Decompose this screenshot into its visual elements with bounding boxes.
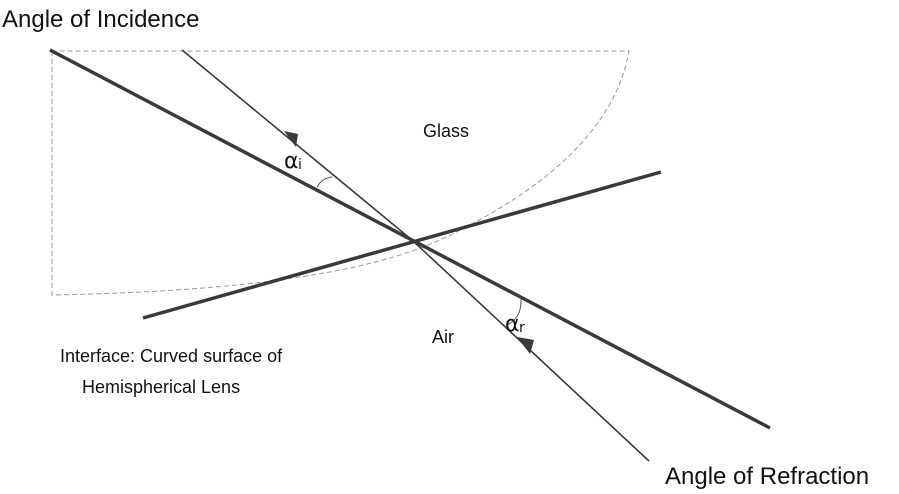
lens-outline: [51, 50, 630, 296]
glass-label: Glass: [423, 121, 469, 141]
angle-of-incidence-label: Angle of Incidence: [2, 6, 199, 33]
angle-arc-incidence: [316, 176, 333, 188]
refracted-arrow-icon: [517, 337, 534, 354]
angle-arc-refraction: [506, 297, 522, 326]
incident-arrow-icon: [284, 131, 298, 147]
alpha-i-symbol: α: [284, 149, 299, 174]
interface-label-line1: Interface: Curved surface of: [60, 346, 283, 366]
interface-label-line2: Hemispherical Lens: [82, 377, 240, 397]
interface-tangent-line: [142, 170, 662, 320]
alpha-i-subscript: i: [298, 157, 302, 173]
air-label: Air: [432, 327, 454, 347]
alpha-r-subscript: r: [519, 320, 525, 336]
alpha-r-symbol: α: [505, 312, 520, 337]
incident-ray: [181, 49, 413, 241]
angle-of-refraction-label: Angle of Refraction: [665, 463, 869, 490]
